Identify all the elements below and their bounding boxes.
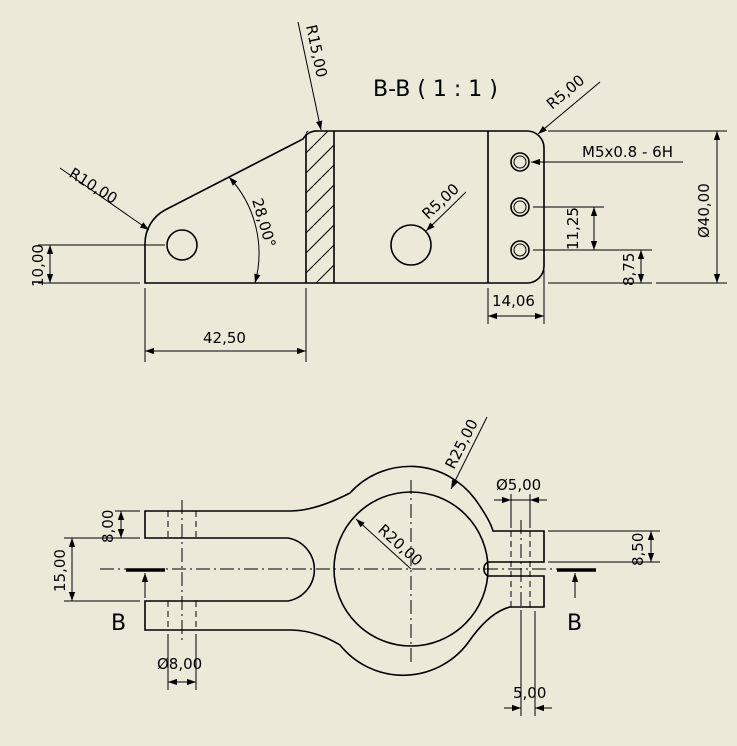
dim-angle: 28,00° — [248, 196, 279, 249]
dim-off875: 8,75 — [620, 253, 638, 286]
dim-dia40: Ø40,00 — [695, 183, 713, 238]
dim-dia8: Ø8,00 — [157, 655, 202, 673]
dim-r10: R10,00 — [66, 164, 121, 208]
dim-w5: 5,00 — [513, 684, 546, 702]
plan-outline — [144, 465, 545, 677]
dim-w42: 42,50 — [203, 329, 246, 347]
thread-hole-2 — [510, 197, 530, 217]
dim-r20: R20,00 — [374, 521, 426, 570]
dim-h10: 10,00 — [29, 244, 47, 287]
dim-pitch: 11,25 — [564, 207, 582, 250]
dim-w14: 14,06 — [492, 292, 535, 310]
dim-h15: 15,00 — [51, 549, 69, 592]
section-title: B-B ( 1 : 1 ) — [373, 77, 498, 102]
center-hole — [390, 224, 432, 266]
dim-r15: R15,00 — [302, 23, 331, 79]
dim-dia5: Ø5,00 — [496, 476, 541, 494]
section-hatch — [306, 131, 334, 283]
dim-r5-corner: R5,00 — [543, 71, 588, 113]
dim-h8: 8,00 — [99, 510, 117, 543]
thread-hole-1 — [510, 152, 530, 172]
section-marker-left: B — [111, 611, 126, 636]
thread-callout: M5x0.8 - 6H — [582, 143, 673, 161]
section-marker-right: B — [567, 611, 582, 636]
pivot-hole — [166, 229, 198, 261]
dim-h85: 8,50 — [629, 533, 647, 566]
dim-r25: R25,00 — [442, 416, 482, 472]
section-outline — [144, 130, 545, 284]
thread-hole-3 — [510, 240, 530, 260]
angle-arc — [228, 176, 261, 284]
